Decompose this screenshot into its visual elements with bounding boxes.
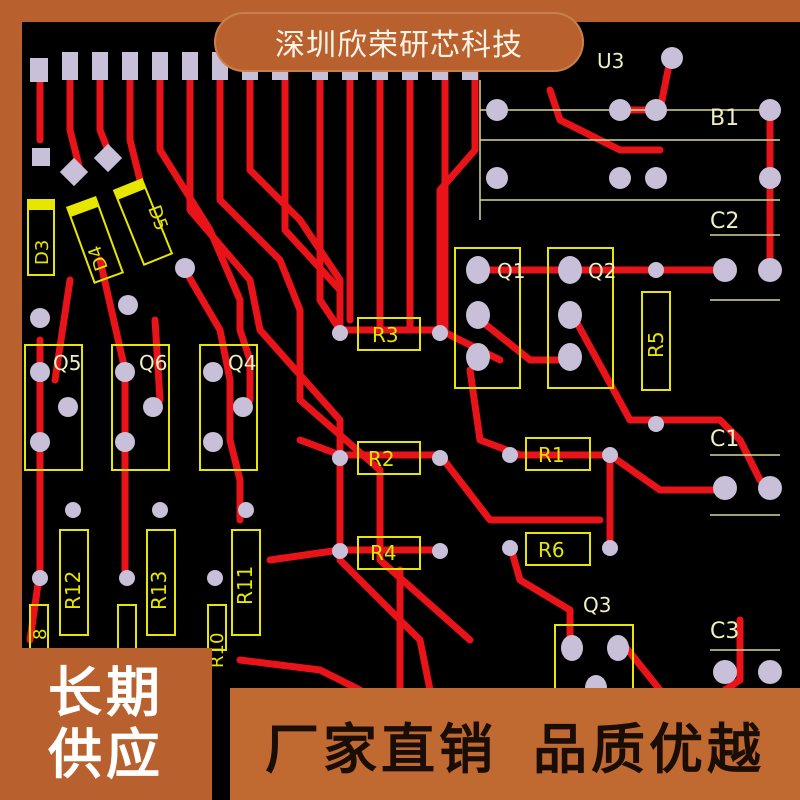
tagline-part-2: 品质优越 bbox=[533, 717, 765, 781]
copper-traces bbox=[26, 56, 774, 704]
label-r4: R4 bbox=[370, 541, 397, 565]
label-q4: Q4 bbox=[228, 351, 256, 375]
label-c3: C3 bbox=[710, 619, 739, 644]
label-q2: Q2 bbox=[588, 259, 616, 283]
label-q1: Q1 bbox=[497, 259, 525, 283]
label-r10: R10 bbox=[207, 633, 228, 668]
label-r3: R3 bbox=[372, 323, 399, 347]
diode-bands bbox=[28, 179, 146, 217]
label-r8: 8 bbox=[30, 629, 51, 640]
label-c1: C1 bbox=[710, 427, 739, 452]
label-r5: R5 bbox=[644, 331, 668, 358]
label-q3: Q3 bbox=[583, 593, 611, 617]
label-d3: D3 bbox=[32, 240, 53, 265]
label-r13: R13 bbox=[147, 571, 171, 610]
silkscreen-outlines bbox=[24, 177, 671, 696]
label-r6: R6 bbox=[538, 538, 565, 562]
label-c2: C2 bbox=[710, 209, 739, 234]
supply-line-1: 长期 bbox=[48, 661, 164, 724]
label-q5: Q5 bbox=[53, 351, 81, 375]
supply-line-2: 供应 bbox=[48, 723, 164, 786]
supply-badge: 长期 供应 bbox=[0, 648, 212, 800]
tagline-part-1: 厂家直销 bbox=[265, 717, 497, 781]
label-u3: U3 bbox=[597, 49, 624, 73]
label-b1: B1 bbox=[710, 106, 739, 131]
label-r11: R11 bbox=[233, 566, 257, 605]
tagline-bar: 厂家直销 品质优越 bbox=[230, 688, 800, 800]
label-r2: R2 bbox=[368, 447, 395, 471]
company-banner: 深圳欣荣研芯科技 bbox=[214, 12, 584, 72]
label-r12: R12 bbox=[61, 571, 85, 610]
company-name: 深圳欣荣研芯科技 bbox=[275, 28, 523, 63]
label-r1: R1 bbox=[538, 443, 565, 467]
label-q6: Q6 bbox=[139, 351, 167, 375]
